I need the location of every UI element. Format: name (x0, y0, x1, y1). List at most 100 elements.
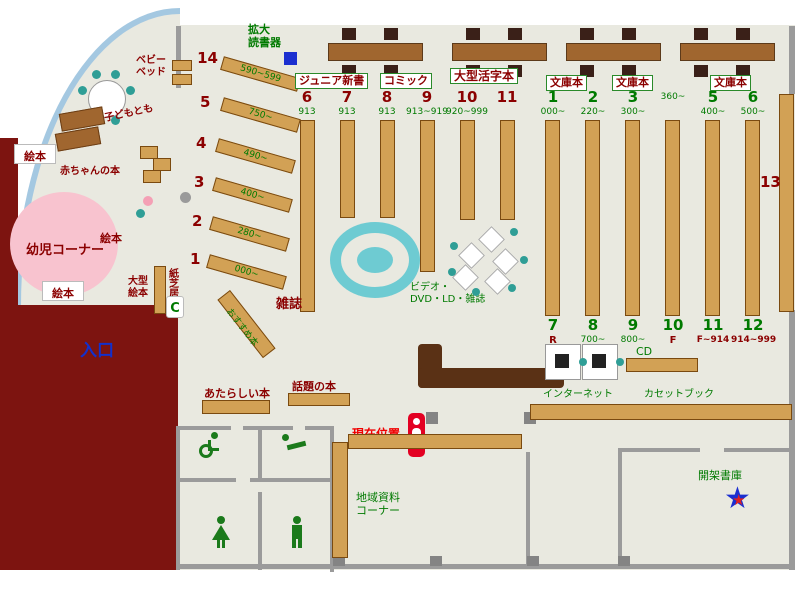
chair-icon (126, 86, 135, 95)
aisle-range: F (669, 335, 677, 346)
video-dvd-label: ビデオ・ DVD・LD・雑誌 (410, 282, 485, 305)
toddler-corner-zone (10, 192, 118, 296)
chair-icon (448, 268, 456, 276)
chiiki-label: 地域資料 コーナー (356, 491, 400, 517)
cushion-icon (136, 209, 145, 218)
label-line: ベッド (136, 66, 166, 78)
bookshelf-a5 (460, 120, 475, 220)
bookshelf-a6 (500, 120, 515, 220)
magnifier-reader-label: 拡大 読書器 (248, 23, 281, 49)
computer-icon (592, 354, 606, 368)
seat-table (458, 242, 485, 269)
label-line: コーナー (356, 503, 400, 517)
baby-books-label: 赤ちゃんの本 (60, 166, 120, 177)
pillar (426, 412, 438, 424)
chair-icon (622, 28, 636, 40)
wall-stack-top-1 (618, 448, 700, 452)
wall-toilet-top-1 (176, 426, 231, 430)
large-picture-books-label: 大型 絵本 (128, 276, 148, 299)
aisle-range: 920~999 (446, 107, 488, 117)
label-line: 読書器 (248, 35, 281, 49)
topic-books-shelf (288, 393, 350, 406)
aisle-number: 2 (587, 88, 599, 106)
seat-table (478, 226, 505, 253)
aisle-range: 913~919 (406, 107, 448, 117)
chair-icon (580, 28, 594, 40)
wall-toilet-mid-1 (176, 478, 236, 482)
chair-icon (520, 256, 528, 264)
label-line: 地域資料 (356, 491, 400, 504)
aisle-label-b4: 360~ (651, 90, 695, 103)
bookshelf-a1 (300, 120, 315, 312)
bookshelf-b3 (625, 120, 640, 316)
chair-icon (736, 28, 750, 40)
icon-part (208, 448, 219, 451)
bookshelf-b2 (585, 120, 600, 316)
mens-toilet-icon (288, 516, 306, 548)
icon-part (222, 540, 225, 548)
baby-change-icon (280, 434, 308, 454)
entrance-wall-block (0, 305, 178, 570)
aisle-range: 220~ (580, 107, 606, 117)
aisle-label-11: 11 (485, 90, 529, 107)
star-icon: ★ (732, 491, 746, 509)
label-line: 絵本 (52, 287, 74, 300)
wall-toilet-top-3 (305, 426, 334, 430)
picture-books-label: 絵本 (100, 232, 122, 245)
internet-desk (582, 344, 618, 380)
pillar (527, 556, 539, 566)
aisle-number: 3 (627, 88, 639, 106)
chair-icon (78, 86, 87, 95)
bookshelf-a2 (340, 120, 355, 218)
service-counter (418, 368, 564, 388)
icon-part (212, 525, 230, 540)
label-line: 絵本 (24, 150, 46, 163)
aisle-number: 11 (702, 316, 724, 334)
wall-toilet-div-upper (258, 430, 262, 478)
chair-icon (694, 28, 708, 40)
icon-part (217, 540, 220, 548)
section-label-bunko: 文庫本 (612, 75, 653, 91)
chair-icon (510, 228, 518, 236)
chair-icon (111, 116, 120, 125)
bookshelf-b5 (705, 120, 720, 316)
bookshelf-b4 (665, 120, 680, 316)
table (566, 43, 661, 61)
bookshelf-b6 (745, 120, 760, 316)
womens-toilet-icon (212, 516, 230, 548)
label-line: DVD・LD・雑誌 (410, 293, 486, 305)
magnifier-device-icon (284, 52, 297, 65)
cushion-icon (143, 196, 153, 206)
chair-icon (622, 65, 636, 77)
label-line: 絵本 (128, 287, 148, 299)
computer-icon (555, 354, 569, 368)
wall-chiiki-right (526, 452, 530, 564)
icon-part (292, 539, 296, 548)
chair-icon (92, 70, 101, 79)
chair-icon (450, 242, 458, 250)
new-books-label: あたらしい本 (204, 387, 270, 400)
chair-icon (508, 284, 516, 292)
cd-shelf (626, 358, 698, 372)
wall-stack-top-2 (724, 448, 792, 452)
label-line: 拡大 (248, 23, 270, 36)
magazine-display (330, 222, 420, 298)
aisle-range: 914~999 (731, 335, 777, 345)
aisle-number: 12 (742, 316, 764, 334)
icon-part (292, 525, 302, 539)
aisle-range: 800~ (620, 335, 646, 345)
chair-icon (111, 70, 120, 79)
internet-desk (545, 344, 581, 380)
chair-icon (466, 28, 480, 40)
chair-icon (694, 65, 708, 77)
aisle-number: 8 (381, 88, 393, 106)
wall-stack-left (618, 448, 622, 566)
left-wall-maroon (0, 138, 18, 308)
